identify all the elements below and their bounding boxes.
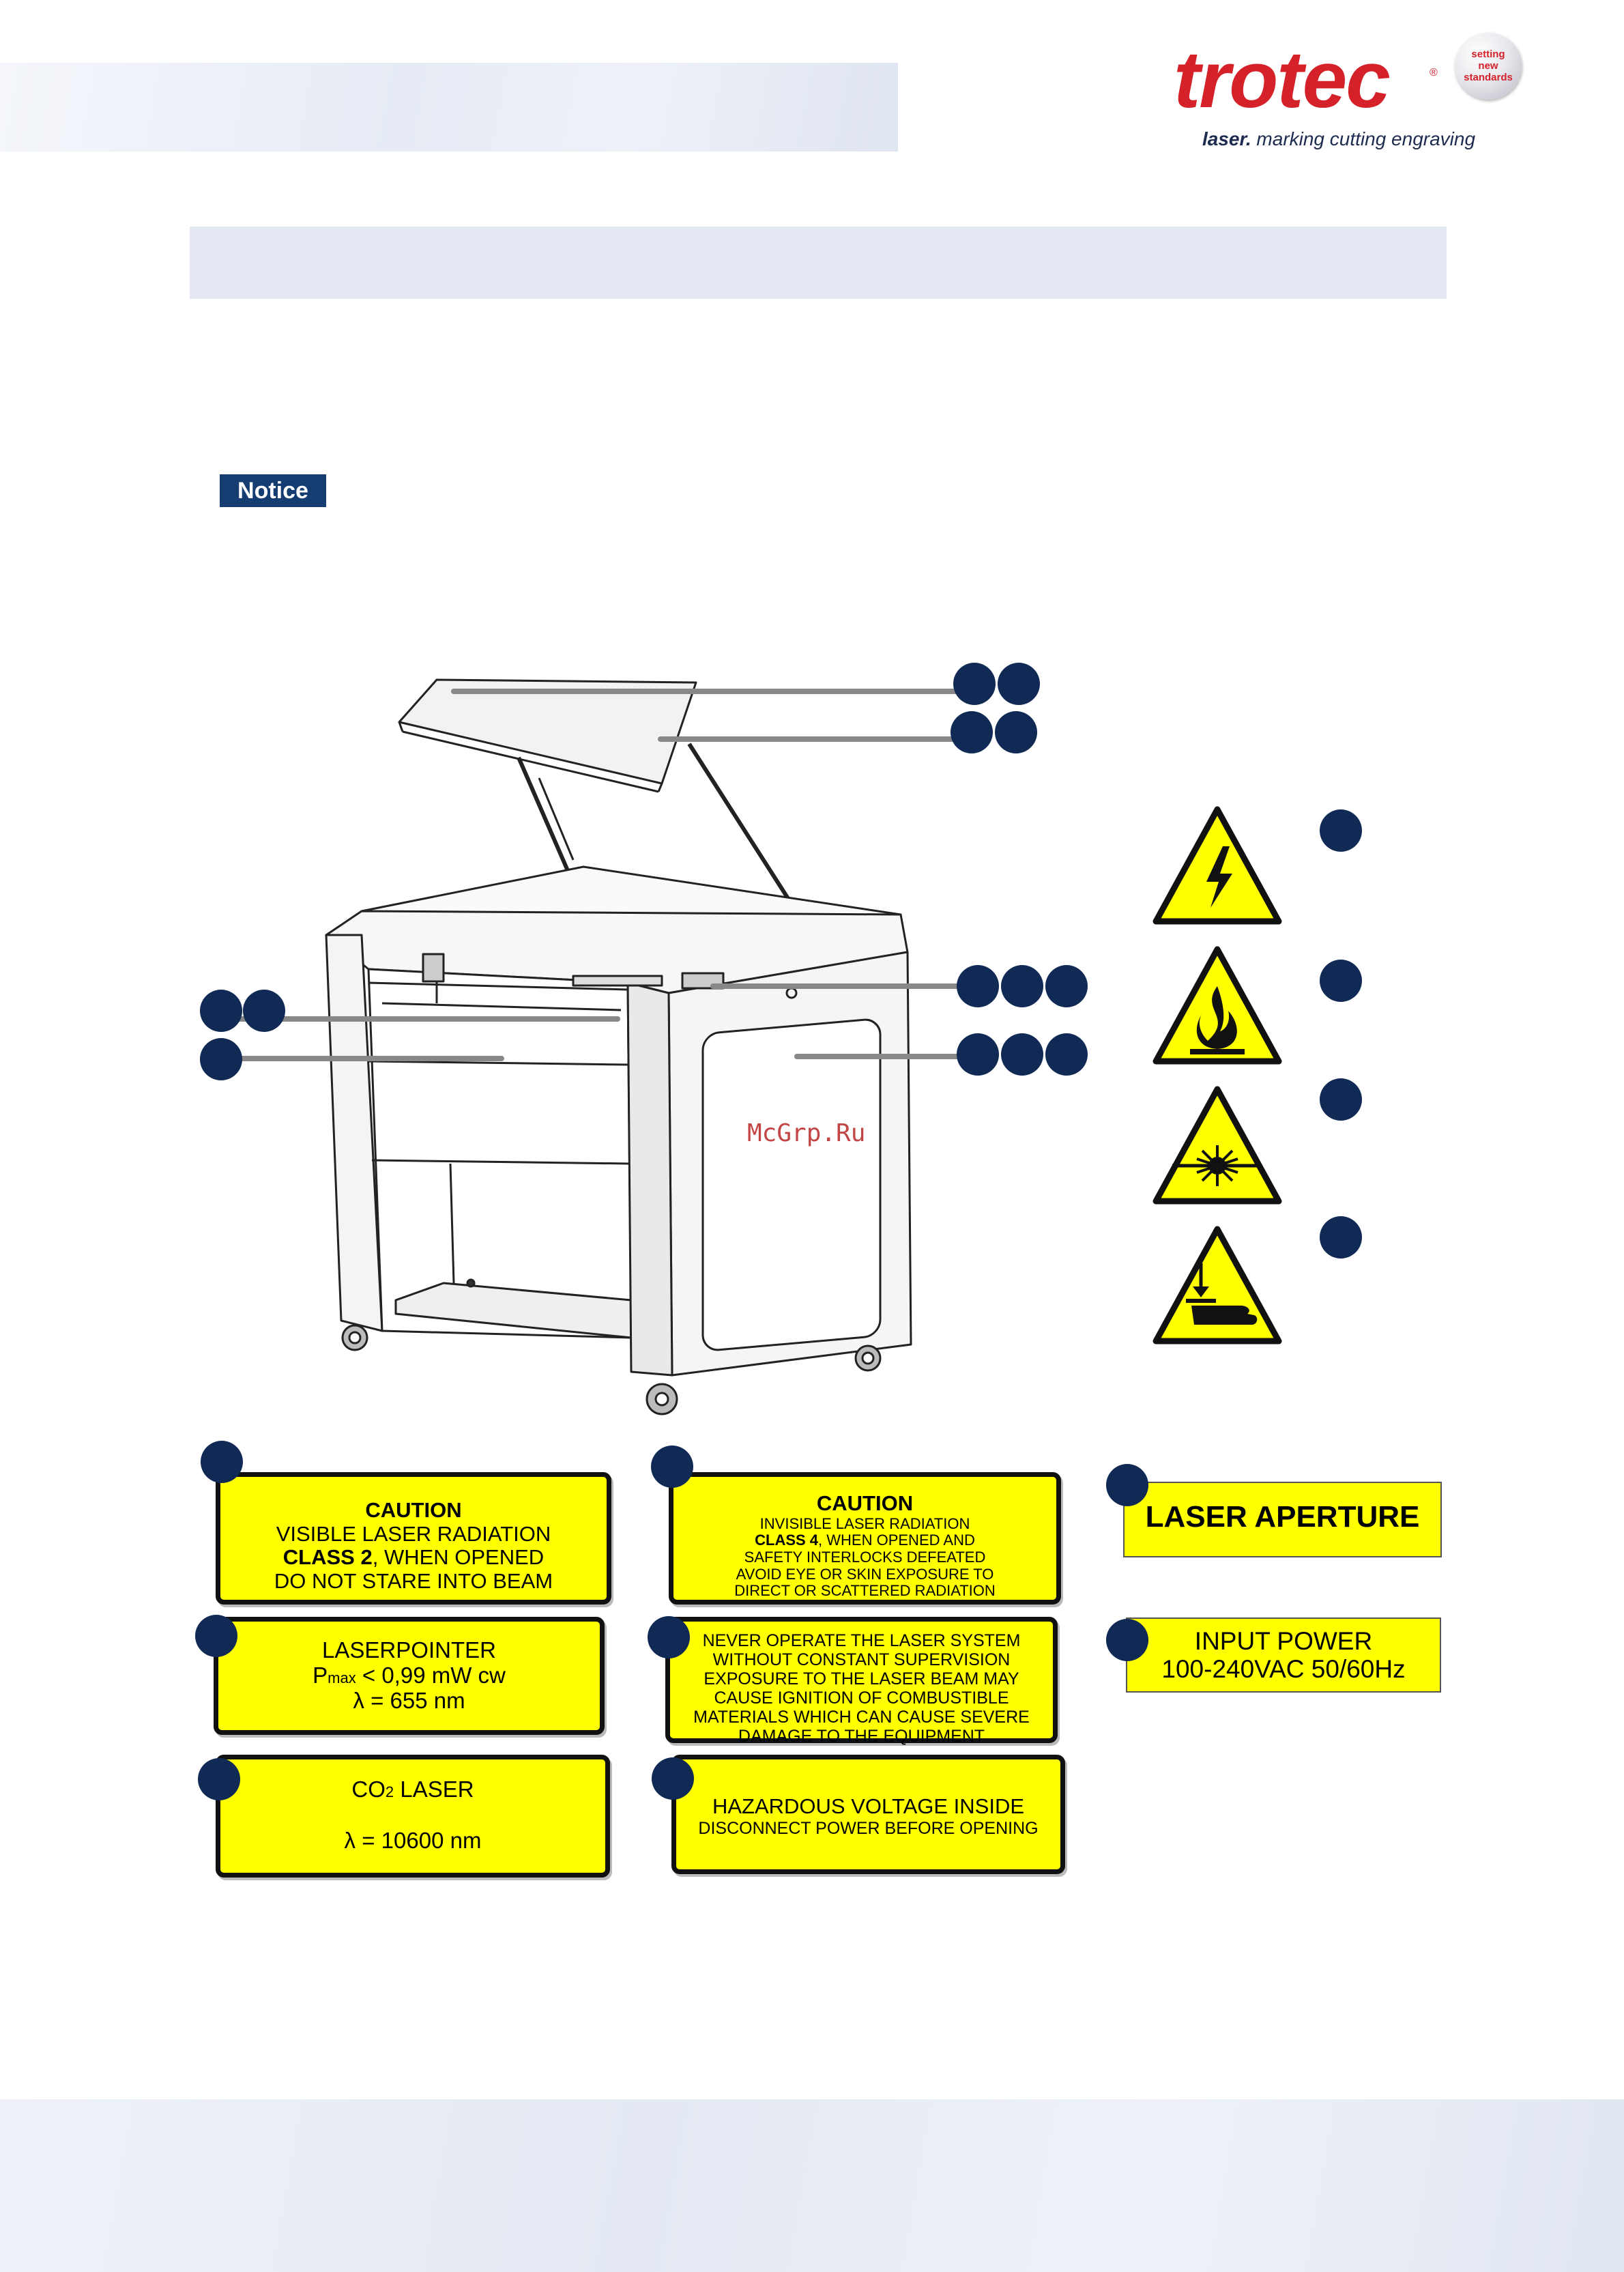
- laser-radiation-icon: [1152, 1086, 1282, 1205]
- logo-seal: setting new standards: [1455, 33, 1522, 100]
- callout-dot: [243, 990, 285, 1032]
- label-title: LASER APERTURE: [1145, 1500, 1420, 1534]
- callout-dot: [951, 711, 993, 753]
- label-line: NEVER OPERATE THE LASER SYSTEM: [702, 1631, 1021, 1650]
- callout-dot: [1045, 1033, 1088, 1076]
- section-heading-band: [190, 227, 1447, 299]
- logo-tagline-bold: laser.: [1202, 128, 1251, 149]
- label-line: DIRECT OR SCATTERED RADIATION: [734, 1582, 996, 1600]
- hazardous-voltage-label: HAZARDOUS VOLTAGE INSIDE DISCONNECT POWE…: [671, 1755, 1065, 1874]
- logo-registered-mark: ®: [1430, 67, 1438, 78]
- label-title: CO2 LASER: [351, 1777, 474, 1802]
- label-line: INVISIBLE LASER RADIATION: [759, 1514, 970, 1532]
- label-line: DAMAGE TO THE EQUIPMENT: [738, 1727, 985, 1746]
- label-line: VISIBLE LASER RADIATION: [276, 1521, 551, 1546]
- callout-dot: [1001, 965, 1043, 1007]
- logo-tagline-rest: marking cutting engraving: [1251, 128, 1476, 149]
- seal-line-2: new: [1478, 60, 1498, 72]
- callout-dot: [200, 1038, 242, 1080]
- label-line: EXPOSURE TO THE LASER BEAM MAY: [704, 1669, 1019, 1688]
- label-line: CLASS 4, WHEN OPENED AND: [755, 1532, 975, 1549]
- seal-line-1: setting: [1471, 48, 1505, 60]
- callout-dot: [995, 711, 1037, 753]
- label-line: DISCONNECT POWER BEFORE OPENING: [698, 1818, 1039, 1838]
- callout-dot: [1045, 965, 1088, 1007]
- callout-dot: [198, 1758, 240, 1800]
- label-line: DO NOT STARE INTO BEAM: [274, 1569, 553, 1594]
- label-title: HAZARDOUS VOLTAGE INSIDE: [712, 1794, 1025, 1818]
- notice-tag: Notice: [220, 474, 326, 507]
- label-line: Pmax < 0,99 mW cw: [313, 1662, 506, 1688]
- callout-dot: [651, 1446, 693, 1488]
- callout-dot: [1106, 1619, 1148, 1661]
- label-line: λ = 655 nm: [353, 1687, 465, 1713]
- callout-dot: [1001, 1033, 1043, 1076]
- callout-dot: [998, 663, 1040, 705]
- label-title: CAUTION: [816, 1491, 914, 1515]
- label-line: 100-240VAC 50/60Hz: [1161, 1655, 1406, 1684]
- callout-dot: [195, 1615, 237, 1657]
- label-title: INPUT POWER: [1194, 1627, 1373, 1655]
- label-title: CAUTION: [365, 1498, 462, 1522]
- footer-band: [0, 2099, 1624, 2272]
- callout-dot: [1106, 1464, 1148, 1506]
- never-operate-label: NEVER OPERATE THE LASER SYSTEM WITHOUT C…: [665, 1617, 1058, 1746]
- label-line: AVOID EYE OR SKIN EXPOSURE TO: [736, 1565, 994, 1583]
- logo-wordmark: trotec: [1174, 35, 1391, 125]
- trotec-logo: trotec ® setting new standards laser. ma…: [1174, 27, 1542, 164]
- electric-hazard-icon: [1152, 806, 1282, 925]
- flammable-hazard-icon: [1152, 946, 1282, 1065]
- callout-dot: [1320, 1216, 1362, 1259]
- header-band: [0, 63, 898, 152]
- callout-dot: [648, 1616, 690, 1658]
- label-line: CAUSE IGNITION OF COMBUSTIBLE: [714, 1688, 1009, 1708]
- callout-dot: [1320, 1078, 1362, 1121]
- caution-invisible-label: CAUTION INVISIBLE LASER RADIATION CLASS …: [669, 1472, 1061, 1605]
- callout-dot: [957, 1033, 999, 1076]
- label-line: WITHOUT CONSTANT SUPERVISION: [712, 1650, 1011, 1669]
- label-line: λ = 10600 nm: [344, 1827, 482, 1853]
- callout-dot: [652, 1757, 694, 1800]
- callout-dot: [1320, 960, 1362, 1002]
- label-title: LASERPOINTER: [322, 1637, 496, 1663]
- callout-dot: [957, 965, 999, 1007]
- co2-laser-label: CO2 LASER λ = 10600 nm: [216, 1755, 610, 1878]
- label-line: CLASS 2, WHEN OPENED: [282, 1545, 545, 1570]
- callout-dot: [1320, 809, 1362, 852]
- caution-visible-label: CAUTION VISIBLE LASER RADIATION CLASS 2,…: [216, 1472, 611, 1605]
- label-line: MATERIALS WHICH CAN CAUSE SEVERE: [693, 1708, 1030, 1727]
- logo-tagline: laser. marking cutting engraving: [1202, 128, 1475, 150]
- callout-dot: [953, 663, 996, 705]
- laserpointer-label: LASERPOINTER Pmax < 0,99 mW cw λ = 655 n…: [214, 1617, 605, 1735]
- hand-crush-hazard-icon: [1152, 1226, 1282, 1344]
- callout-dot: [200, 990, 242, 1032]
- laser-aperture-label: LASER APERTURE: [1123, 1482, 1442, 1557]
- seal-line-3: standards: [1464, 72, 1513, 83]
- callout-dot: [201, 1441, 243, 1483]
- input-power-label: INPUT POWER 100-240VAC 50/60Hz: [1126, 1617, 1441, 1693]
- watermark: McGrp.Ru: [747, 1119, 866, 1147]
- label-line: SAFETY INTERLOCKS DEFEATED: [744, 1548, 986, 1566]
